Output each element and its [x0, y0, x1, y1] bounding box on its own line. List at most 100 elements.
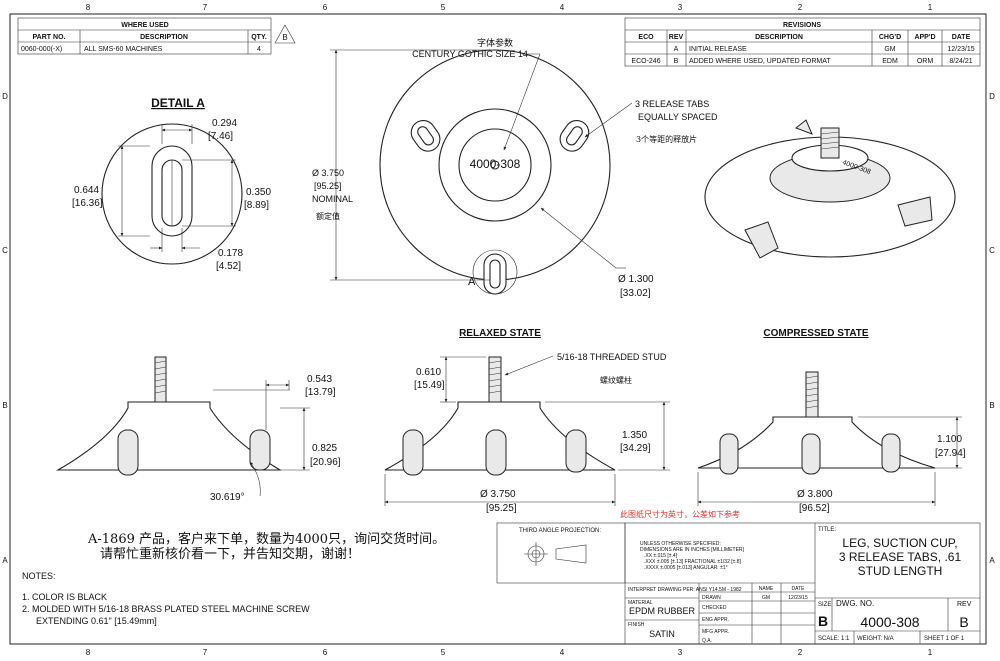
zone-top-3: 3: [678, 3, 683, 12]
relaxed-tab-1: [402, 429, 424, 476]
left-dim-a-mm: [13.79]: [305, 387, 336, 398]
detail-a-inner-dim: 0.350: [246, 187, 271, 198]
revision-b-appd: ORM: [917, 58, 934, 65]
title-label: TITLE:: [818, 527, 836, 533]
note-item-2: 2. MOLDED WITH 5/16-18 BRASS PLATED STEE…: [22, 604, 310, 614]
tabs-note-cn: 3个等距的释放片: [636, 134, 697, 144]
drawn-label: DRAWN: [702, 595, 721, 601]
size-value: B: [818, 613, 828, 629]
detail-a-height-dim: 0.644: [74, 185, 99, 196]
revisions-header-desc: DESCRIPTION: [755, 34, 803, 41]
zone-labels: 8 7 6 5 4 3 2 1 8 7 6 5 4 3 2 1 D C B A …: [2, 3, 995, 657]
compressed-tab-1: [719, 433, 739, 475]
top-view-nominal: NOMINAL: [312, 194, 353, 204]
left-angle: 30.619°: [210, 492, 245, 503]
revisions-header-eco: ECO: [638, 34, 654, 41]
revision-b-rev: B: [674, 58, 679, 65]
detail-a-bottom-dim-mm: [4.52]: [216, 261, 241, 272]
revision-b-eco: ECO-246: [631, 58, 660, 65]
left-dim-b-mm: [20.96]: [310, 457, 341, 468]
revision-a-date: 12/23/15: [947, 46, 974, 53]
zone-bottom-5: 5: [441, 648, 446, 657]
relaxed-dim-dia: Ø 3.750: [480, 489, 516, 500]
revision-a-rev: A: [674, 46, 679, 53]
zone-right-A: A: [989, 556, 995, 565]
zone-bottom-3: 3: [678, 648, 683, 657]
zone-left-A: A: [2, 556, 8, 565]
zone-top-7: 7: [203, 3, 208, 12]
detail-a-callout-letter: A: [468, 276, 476, 288]
left-body: [55, 401, 282, 471]
projection-frustum: [555, 544, 587, 564]
revisions-table: REVISIONS ECO REV DESCRIPTION CHG'D APP'…: [624, 17, 981, 67]
revisions-title: REVISIONS: [783, 22, 821, 29]
order-note-line-1: A-1869 产品，客户来下单，数量为4000只，询问交货时间。: [87, 531, 445, 547]
projection-block: THIRD ANGLE PROJECTION:: [496, 522, 626, 584]
detail-a-width-dim: 0.294: [212, 118, 237, 129]
revision-a-desc: INITIAL RELEASE: [689, 46, 747, 53]
relaxed-tab-3: [565, 429, 587, 473]
top-view-tab-left: [410, 119, 441, 152]
compressed-state-view: COMPRESSED STATE 1.100 [27.94] Ø 3.800 […: [697, 328, 966, 514]
revision-b-date: 8/24/21: [949, 58, 972, 65]
revision-a-chgd: GM: [884, 46, 895, 53]
scale-value: SCALE: 1:1: [818, 636, 850, 642]
iso-tab-right: [897, 196, 933, 227]
checked-label: CHECKED: [702, 605, 727, 611]
detail-a-width-dim-mm: [7.46]: [208, 131, 233, 142]
tolerance-line-1: UNLESS OTHERWISE SPECIFIED:: [640, 541, 721, 547]
zone-bottom-6: 6: [323, 648, 328, 657]
zone-top-8: 8: [86, 3, 91, 12]
font-note: CENTURY GOTHIC SIZE 14: [412, 49, 528, 59]
left-side-view: 0.543 [13.79] 0.825 [20.96] 30.619°: [55, 356, 341, 503]
tolerance-red-note: 此图纸尺寸为英寸，公差如下参考: [620, 509, 740, 519]
compressed-dim-dia-mm: [96.52]: [799, 503, 830, 514]
revision-flag-triangle: [274, 24, 296, 44]
zone-left-B: B: [2, 401, 7, 410]
col-name-header: NAME: [759, 586, 774, 592]
material-value: EPDM RUBBER: [629, 606, 696, 616]
material-label: MATERIAL: [628, 600, 653, 606]
zone-bottom-1: 1: [928, 648, 933, 657]
where-used-qty: 4: [257, 46, 261, 53]
top-view-part-label: 4000-308: [470, 157, 521, 171]
detail-a-view: DETAIL A 0.294 [7.46] 0.644 [16.36] 0.35…: [72, 96, 271, 272]
tabs-note-line-1: 3 RELEASE TABS: [635, 99, 709, 109]
zone-left-D: D: [2, 92, 8, 101]
compressed-dim-height: 1.100: [937, 434, 962, 445]
zone-bottom-7: 7: [203, 648, 208, 657]
sheet-border: [9, 13, 987, 645]
rev-label: REV: [957, 601, 972, 608]
zone-top-1: 1: [928, 3, 933, 12]
relaxed-dim-stud: 0.610: [416, 367, 441, 378]
tolerance-line-2: DIMENSIONS ARE IN INCHES [MILLIMETER]: [640, 547, 745, 553]
note-item-2-cont: EXTENDING 0.61" [15.49mm]: [36, 616, 157, 626]
drawn-date: 12/23/15: [788, 595, 808, 601]
title-block: UNLESS OTHERWISE SPECIFIED: DIMENSIONS A…: [624, 522, 981, 645]
qa-label: Q.A.: [702, 638, 712, 644]
zone-top-4: 4: [560, 3, 565, 12]
where-used-header-qty: QTY.: [251, 34, 267, 41]
detail-a-inner-dim-mm: [8.89]: [244, 200, 269, 211]
left-tab-2: [249, 429, 271, 471]
top-view: 4000-308 A 字体参数 CENTURY GOTHIC SIZE 14 3…: [312, 37, 718, 299]
detail-a-title: DETAIL A: [151, 96, 205, 110]
detail-a-callout-circle: [472, 249, 518, 295]
zone-left-C: C: [2, 246, 8, 255]
isometric-view: 4000-308: [704, 119, 956, 259]
top-view-inner-dia-mm: [33.02]: [620, 288, 651, 299]
sheet-value: SHEET 1 OF 1: [924, 636, 965, 642]
tolerance-line-3: .XX ±.015 [±.4]: [644, 553, 678, 559]
left-tab-1: [117, 429, 139, 476]
dwg-no-label: DWG. NO.: [836, 599, 874, 608]
top-view-inner-dia: Ø 1.300: [618, 274, 654, 285]
zone-top-6: 6: [323, 3, 328, 12]
where-used-header-desc: DESCRIPTION: [140, 34, 188, 41]
interpret-note: INTERPRET DRAWING PER: ANSI Y14.5M - 198…: [628, 587, 742, 593]
where-used-table: WHERE USED PART NO. DESCRIPTION QTY. 006…: [17, 17, 296, 55]
relaxed-state-view: RELAXED STATE 5/16-18 THREADED STUD 螺纹螺柱…: [384, 328, 670, 514]
relaxed-dim-height-mm: [34.29]: [620, 443, 651, 454]
iso-tab-left: [744, 221, 779, 259]
dwg-no-value: 4000-308: [860, 614, 919, 630]
